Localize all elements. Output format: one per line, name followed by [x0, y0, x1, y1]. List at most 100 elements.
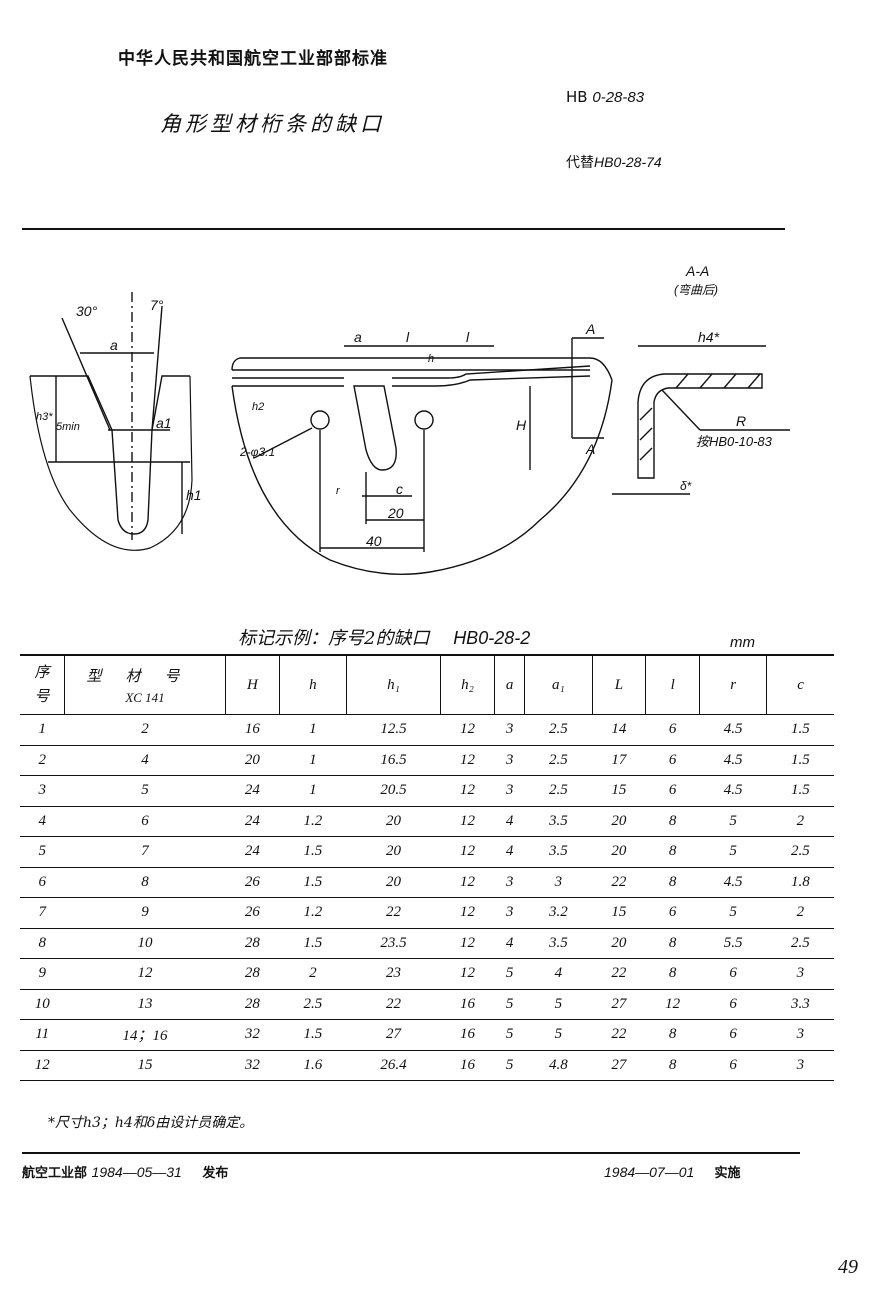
- table-cell: 12: [20, 1050, 65, 1081]
- table-cell: 3.5: [524, 928, 592, 959]
- hole-leader: [253, 427, 313, 459]
- table-cell: 20: [346, 836, 441, 868]
- table-cell: 4.5: [699, 775, 767, 807]
- table-cell: 1.2: [279, 806, 347, 837]
- dim-l2-label: l: [466, 329, 470, 345]
- table-cell: 16: [440, 989, 495, 1020]
- table-cell: 2: [766, 897, 834, 929]
- standard-code-number: 0-28-83: [592, 89, 645, 106]
- table-cell: 20: [346, 867, 441, 898]
- effective-label: 实施: [714, 1166, 741, 1181]
- header-h1: h₁: [345, 654, 441, 715]
- table-cell: 12: [440, 806, 495, 837]
- table-cell: 2: [766, 806, 834, 837]
- table-cell: 13: [64, 989, 226, 1020]
- table-cell: 16: [225, 714, 280, 746]
- section-subtitle: (弯曲后): [674, 283, 718, 297]
- stringer-notch: [353, 385, 397, 471]
- table-cell: 22: [592, 1019, 646, 1051]
- table-cell: 12: [440, 867, 495, 898]
- table-cell: 5: [494, 958, 525, 990]
- table-cell: 5.5: [699, 928, 767, 959]
- dim-20-label: 20: [387, 505, 404, 521]
- table-cell: 12.5: [346, 714, 441, 746]
- replaces-code: HB0-28-74: [594, 154, 662, 170]
- standard-code-prefix: HB: [566, 88, 588, 106]
- table-cell: 1.5: [279, 867, 347, 898]
- standard-code: HB 0-28-83: [566, 88, 644, 106]
- table-cell: 6: [20, 867, 65, 898]
- table-cell: 2.5: [766, 928, 834, 959]
- table-cell: 32: [225, 1050, 280, 1081]
- table-cell: 4: [20, 806, 65, 837]
- table-cell: 3: [766, 1019, 834, 1051]
- table-cell: 2: [64, 714, 226, 746]
- table-cell: 5: [699, 836, 767, 868]
- dim-c-label: c: [396, 481, 403, 497]
- table-cell: 1: [20, 714, 65, 746]
- header-L: L: [591, 654, 646, 715]
- table-cell: 2: [20, 745, 65, 776]
- angle-30-label: 30°: [76, 303, 98, 319]
- header-a: a: [493, 654, 525, 715]
- table-cell: 9: [20, 958, 65, 990]
- section-title: A-A: [685, 263, 709, 279]
- header-h: h: [278, 654, 347, 715]
- table-cell: 7: [20, 897, 65, 929]
- dim-5min-label: 5min: [56, 421, 80, 433]
- table-cell: 1.5: [766, 745, 834, 776]
- header-h2: h₂: [440, 654, 495, 715]
- section-hatching: [639, 373, 761, 461]
- table-cell: 26.4: [346, 1050, 441, 1081]
- table-cell: 1.5: [279, 836, 347, 868]
- table-cell: 28: [225, 989, 280, 1020]
- hole-label: 2-φ3.1: [239, 445, 275, 459]
- document-title: 角形型材桁条的缺口: [160, 112, 385, 136]
- issue-date: 1984—05—31: [91, 1164, 182, 1180]
- stringer-lower-line: [232, 375, 591, 387]
- table-cell: 1.2: [279, 897, 347, 929]
- table-cell: 4: [524, 958, 592, 990]
- table-cell: 3.2: [524, 897, 592, 929]
- dim-H-label: H: [516, 417, 527, 433]
- table-cell: 4.5: [699, 867, 767, 898]
- table-cell: 4: [64, 745, 226, 776]
- marking-example-code: HB0-28-2: [453, 628, 531, 648]
- table-cell: 8: [645, 1050, 700, 1081]
- issuer: 航空工业部: [22, 1166, 88, 1181]
- table-cell: 3.5: [524, 836, 592, 868]
- table-cell: 20.5: [346, 775, 441, 807]
- notch-breakline: [29, 375, 193, 551]
- dim-a1-label: a1: [156, 415, 172, 431]
- table-cell: 10: [20, 989, 65, 1020]
- table-cell: 20: [592, 806, 646, 837]
- table-cell: 3: [524, 867, 592, 898]
- header-r: r: [699, 654, 767, 715]
- table-cell: 8: [645, 928, 700, 959]
- table-cell: 3.3: [766, 989, 834, 1020]
- table-cell: 2.5: [766, 836, 834, 868]
- organization-heading: 中华人民共和国航空工业部部标准: [118, 49, 388, 69]
- radius-leader: [661, 389, 701, 431]
- table-cell: 8: [64, 867, 226, 898]
- table-cell: 2.5: [279, 989, 347, 1020]
- table-cell: 20: [225, 745, 280, 776]
- table-cell: 6: [699, 958, 767, 990]
- dim-h3-label: h3*: [36, 411, 53, 423]
- table-cell: 4: [494, 928, 525, 959]
- header-seq-bottom: 号: [34, 689, 50, 705]
- table-cell: 26: [225, 867, 280, 898]
- table-cell: 27: [346, 1019, 441, 1051]
- table-cell: 8: [645, 867, 700, 898]
- dim-l1-label: l: [406, 329, 410, 345]
- table-cell: 20: [592, 836, 646, 868]
- dim-a-mid-label: a: [354, 329, 362, 345]
- table-cell: 28: [225, 928, 280, 959]
- footer-divider: [22, 1152, 800, 1154]
- table-cell: 1.8: [766, 867, 834, 898]
